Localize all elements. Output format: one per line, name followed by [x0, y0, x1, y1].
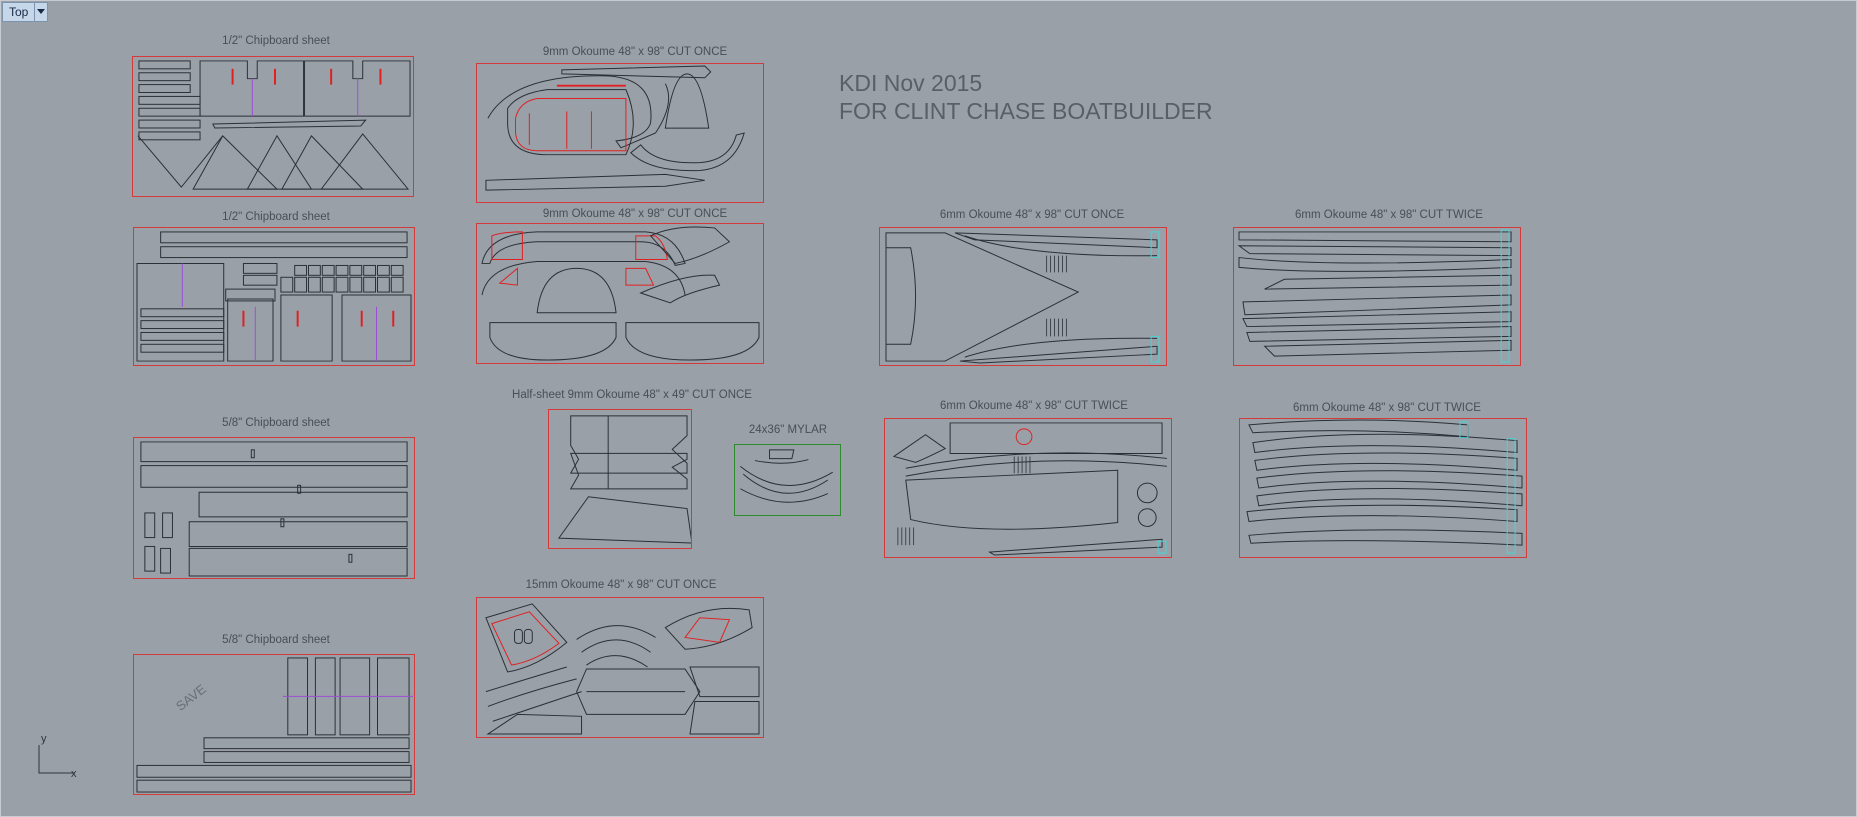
- cutting-sheet[interactable]: [133, 227, 415, 366]
- cutting-sheet[interactable]: [132, 56, 414, 197]
- sheet-label: 1/2" Chipboard sheet: [222, 211, 330, 223]
- sheet-label: 6mm Okoume 48" x 98" CUT TWICE: [1295, 209, 1483, 221]
- viewport-tab[interactable]: Top: [2, 2, 49, 22]
- cutting-sheet[interactable]: [476, 63, 764, 203]
- sheet-label: 24x36" MYLAR: [748, 424, 828, 436]
- sheet-label: 6mm Okoume 48" x 98" CUT TWICE: [1293, 402, 1481, 414]
- axis-x-label: x: [71, 768, 77, 780]
- sheet-label: 6mm Okoume 48" x 98" CUT TWICE: [940, 400, 1128, 412]
- cutting-sheet[interactable]: [548, 409, 692, 549]
- sheet-label: 6mm Okoume 48" x 98" CUT ONCE: [939, 209, 1125, 221]
- sheet-label: 9mm Okoume 48" x 98" CUT ONCE: [542, 208, 728, 220]
- title-date: KDI Nov 2015: [839, 70, 983, 96]
- cutting-sheet[interactable]: [1239, 418, 1527, 558]
- title-client: FOR CLINT CHASE BOATBUILDER: [839, 98, 1213, 124]
- mylar-sheet[interactable]: [734, 444, 841, 516]
- sheet-label: Half-sheet 9mm Okoume 48" x 49" CUT ONCE: [512, 389, 752, 401]
- cutting-sheet[interactable]: [884, 418, 1172, 558]
- cutting-sheet[interactable]: SAVE: [133, 654, 415, 795]
- axis-y-label: y: [41, 733, 47, 745]
- sheet-label: 5/8" Chipboard sheet: [222, 634, 330, 646]
- sheet-label: 9mm Okoume 48" x 98" CUT ONCE: [542, 46, 728, 58]
- cutting-sheet[interactable]: [476, 223, 764, 364]
- sheet-label: 15mm Okoume 48" x 98" CUT ONCE: [525, 579, 717, 591]
- viewport-name[interactable]: Top: [9, 5, 29, 19]
- cutting-sheet[interactable]: [133, 437, 415, 579]
- sheet-label: 1/2" Chipboard sheet: [222, 35, 330, 47]
- axis-gizmo-icon: y x: [29, 733, 89, 789]
- sheet-label: 5/8" Chipboard sheet: [222, 417, 330, 429]
- title-block: KDI Nov 2015 FOR CLINT CHASE BOATBUILDER: [839, 69, 1213, 125]
- cutting-sheet[interactable]: [879, 227, 1167, 366]
- cutting-sheet[interactable]: [1233, 227, 1521, 366]
- cutting-sheet[interactable]: [476, 597, 764, 738]
- chevron-down-icon[interactable]: [34, 3, 47, 21]
